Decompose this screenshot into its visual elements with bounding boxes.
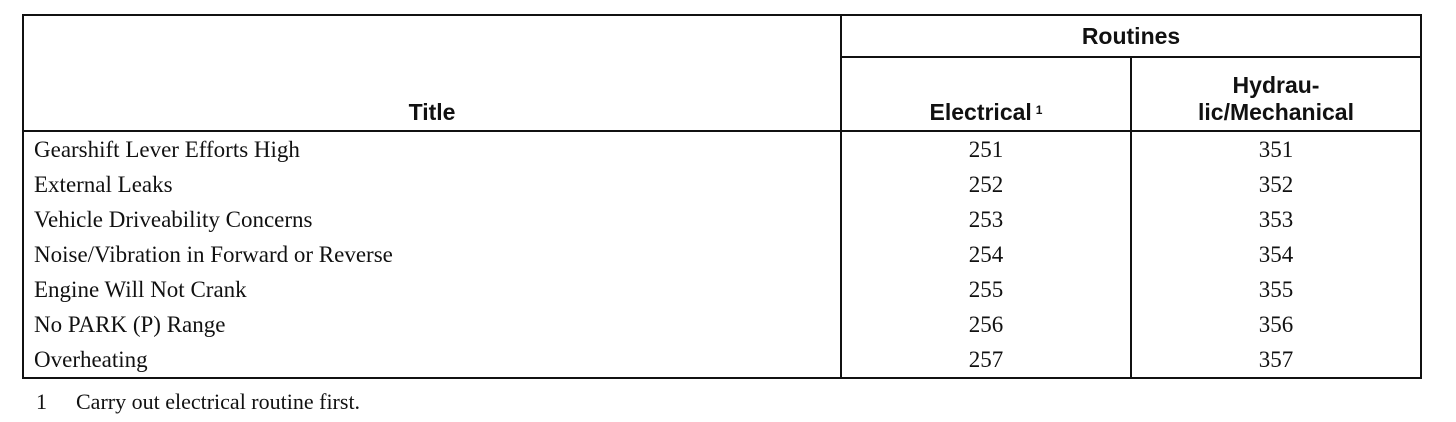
row-electrical-routine: 252 — [840, 167, 1132, 202]
table-row: Overheating 257 357 — [22, 342, 1423, 378]
table-row: Vehicle Driveability Concerns 253 353 — [22, 202, 1423, 237]
footnote-number: 1 — [36, 389, 47, 414]
footnote-text: Carry out electrical routine first. — [76, 389, 361, 414]
title-column-header: Title — [22, 15, 842, 132]
footnote-reference: 1 — [1035, 103, 1043, 117]
row-electrical-routine: 253 — [840, 202, 1132, 237]
table-row: External Leaks 252 352 — [22, 167, 1423, 202]
row-title: Vehicle Driveability Concerns — [22, 202, 842, 237]
row-title: Engine Will Not Crank — [22, 272, 842, 307]
hydraulic-header-line-1: Hydrau- — [1232, 72, 1320, 98]
row-hydraulic-routine: 354 — [1129, 237, 1423, 272]
row-title: Gearshift Lever Efforts High — [22, 131, 842, 167]
row-electrical-routine: 254 — [840, 237, 1132, 272]
row-title: Noise/Vibration in Forward or Reverse — [22, 237, 842, 272]
table-footnote: 1 Carry out electrical routine first. — [36, 388, 360, 416]
row-hydraulic-routine: 351 — [1129, 131, 1423, 167]
row-electrical-routine: 256 — [840, 307, 1132, 342]
table-row: No PARK (P) Range 256 356 — [22, 307, 1423, 342]
row-hydraulic-routine: 355 — [1129, 272, 1423, 307]
row-title: External Leaks — [22, 167, 842, 202]
row-hydraulic-routine: 353 — [1129, 202, 1423, 237]
row-electrical-routine: 257 — [840, 342, 1132, 378]
hydraulic-mechanical-column-header: Hydrau-lic/Mechanical — [1129, 57, 1423, 132]
row-electrical-routine: 251 — [840, 131, 1132, 167]
table-row: Noise/Vibration in Forward or Reverse 25… — [22, 237, 1423, 272]
row-hydraulic-routine: 357 — [1129, 342, 1423, 378]
table-row: Gearshift Lever Efforts High 251 351 — [22, 131, 1423, 167]
row-hydraulic-routine: 352 — [1129, 167, 1423, 202]
row-title: Overheating — [22, 342, 842, 378]
electrical-header-label: Electrical — [929, 99, 1032, 125]
row-electrical-routine: 255 — [840, 272, 1132, 307]
row-hydraulic-routine: 356 — [1129, 307, 1423, 342]
row-title: No PARK (P) Range — [22, 307, 842, 342]
hydraulic-header-line-2: lic/Mechanical — [1198, 99, 1354, 125]
table-row: Engine Will Not Crank 255 355 — [22, 272, 1423, 307]
routines-group-header: Routines — [839, 15, 1423, 58]
